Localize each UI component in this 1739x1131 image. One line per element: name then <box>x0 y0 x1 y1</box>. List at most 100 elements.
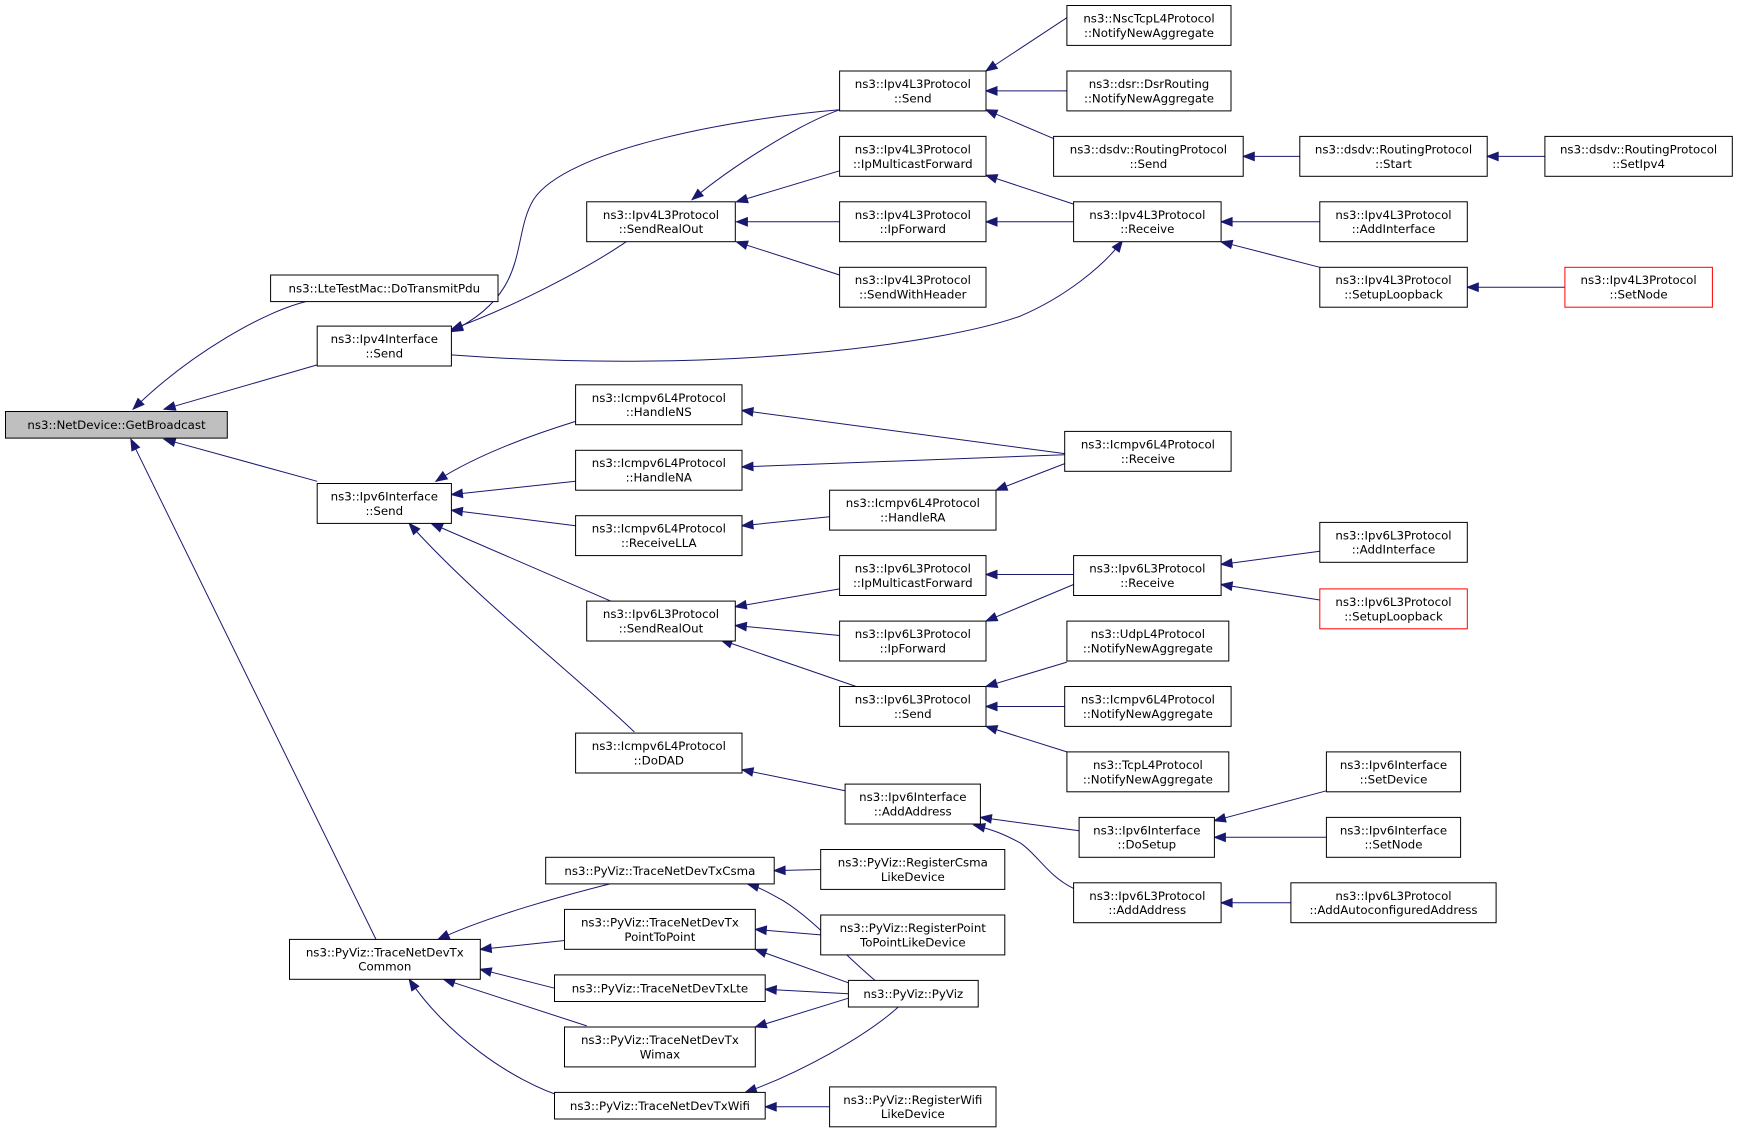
function-node-ns3-ipv4l3protocol-ipforward[interactable]: ns3::Ipv4L3Protocol::IpForward <box>839 201 987 243</box>
arrowhead-icon <box>1219 558 1234 568</box>
node-box <box>820 914 1006 956</box>
node-box <box>839 201 987 243</box>
call-edge-n49-to-n45 <box>763 1101 830 1112</box>
arrowhead-icon <box>994 481 1009 491</box>
function-node-ns3-ipv6interface-addaddress[interactable]: ns3::Ipv6Interface::AddAddress <box>844 783 981 825</box>
node-label-line: ::NotifyNewAggregate <box>1083 772 1213 786</box>
function-node-ns3-pyviz-registerpointtopointlikedevice[interactable]: ns3::PyViz::RegisterPointToPointLikeDevi… <box>820 914 1006 956</box>
node-label-line: ::SendRealOut <box>619 622 704 636</box>
node-box <box>1544 135 1733 177</box>
function-node-ns3-tcpl4protocol-notifynewaggregate[interactable]: ns3::TcpL4Protocol::NotifyNewAggregate <box>1066 751 1230 793</box>
function-node-ns3-icmpv6l4protocol-receive[interactable]: ns3::Icmpv6L4Protocol::Receive <box>1064 430 1232 472</box>
function-node-ns3-dsdv-routingprotocol-setipv4[interactable]: ns3::dsdv::RoutingProtocol::SetIpv4 <box>1544 135 1733 177</box>
node-label-line: ::DoDAD <box>634 753 684 767</box>
function-node-ns3-ltetestmac-dotransmitpdu[interactable]: ns3::LteTestMac::DoTransmitPdu <box>270 274 499 303</box>
function-node-ns3-ipv6interface-setnode[interactable]: ns3::Ipv6Interface::SetNode <box>1325 816 1462 858</box>
function-node-ns3-ipv6l3protocol-addaddress[interactable]: ns3::Ipv6L3Protocol::AddAddress <box>1073 882 1222 924</box>
call-edge-n44-to-n4 <box>442 978 587 1027</box>
function-node-ns3-ipv6l3protocol-addautoconfiguredaddress[interactable]: ns3::Ipv6L3Protocol::AddAutoconfiguredAd… <box>1290 882 1497 924</box>
arrowhead-icon <box>1219 581 1234 592</box>
function-node-ns3-ipv6l3protocol-receive[interactable]: ns3::Ipv6L3Protocol::Receive <box>1073 555 1222 596</box>
arrowhead-icon <box>442 978 457 988</box>
function-node-ns3-ipv6interface-send[interactable]: ns3::Ipv6Interface::Send <box>316 483 452 524</box>
function-node-ns3-icmpv6l4protocol-handlera[interactable]: ns3::Icmpv6L4Protocol::HandleRA <box>829 489 997 531</box>
node-label-line: ::NotifyNewAggregate <box>1084 91 1214 105</box>
node-label-line: ns3::dsdv::RoutingProtocol <box>1315 142 1472 156</box>
function-node-ns3-ipv6l3protocol-sendrealout[interactable]: ns3::Ipv6L3Protocol::SendRealOut <box>586 600 736 642</box>
function-node-ns3-pyviz-tracenetdevtxlte[interactable]: ns3::PyViz::TraceNetDevTxLte <box>554 974 766 1003</box>
call-edge-n48-to-n45 <box>743 1006 899 1094</box>
function-node-ns3-ipv4l3protocol-setnode[interactable]: ns3::Ipv4L3Protocol::SetNode <box>1564 266 1713 308</box>
function-node-ns3-ipv6l3protocol-send[interactable]: ns3::Ipv6L3Protocol::Send <box>839 686 987 727</box>
node-box <box>839 135 987 177</box>
arrowhead-icon <box>753 948 768 958</box>
arrowhead-icon <box>984 85 998 96</box>
function-node-ns3-ipv4l3protocol-addinterface[interactable]: ns3::Ipv4L3Protocol::AddInterface <box>1319 201 1468 243</box>
function-node-ns3-ipv4l3protocol-ipmulticastforward[interactable]: ns3::Ipv4L3Protocol::IpMulticastForward <box>839 135 987 177</box>
call-edge-n40-to-n37 <box>1219 897 1291 908</box>
function-node-ns3-pyviz-tracenetdevtxwifi[interactable]: ns3::PyViz::TraceNetDevTxWifi <box>554 1091 766 1120</box>
function-node-ns3-ipv4l3protocol-send[interactable]: ns3::Ipv4L3Protocol::Send <box>839 70 987 112</box>
call-edge-n48-to-n42 <box>753 948 855 986</box>
function-node-ns3-udpl4protocol-notifynewaggregate[interactable]: ns3::UdpL4Protocol::NotifyNewAggregate <box>1066 620 1230 662</box>
arrowhead-icon <box>984 109 999 119</box>
call-edge-n19-to-n3 <box>434 420 576 483</box>
function-node-ns3-dsr-dsrrouting-notifynewaggregate[interactable]: ns3::dsr::DsrRouting::NotifyNewAggregate <box>1066 70 1232 112</box>
function-node-ns3-icmpv6l4protocol-notifynewaggregate[interactable]: ns3::Icmpv6L4Protocol::NotifyNewAggregat… <box>1064 686 1232 727</box>
function-node-ns3-ipv6l3protocol-ipforward[interactable]: ns3::Ipv6L3Protocol::IpForward <box>839 620 987 662</box>
function-node-ns3-ipv4interface-send[interactable]: ns3::Ipv4Interface::Send <box>316 325 452 367</box>
edge-line <box>431 523 614 603</box>
node-label-line: ::AddAddress <box>874 805 952 819</box>
node-box <box>1078 816 1215 858</box>
call-edge-n15-to-n14 <box>1485 151 1545 162</box>
function-node-ns3-ipv4l3protocol-setuploopback[interactable]: ns3::Ipv4L3Protocol::SetupLoopback <box>1319 266 1468 308</box>
function-node-ns3-ipv6l3protocol-setuploopback[interactable]: ns3::Ipv6L3Protocol::SetupLoopback <box>1319 588 1468 630</box>
node-label-line: ns3::Ipv6L3Protocol <box>603 607 719 621</box>
function-node-ns3-netdevice-getbroadcast[interactable]: ns3::NetDevice::GetBroadcast <box>5 411 228 439</box>
function-node-ns3-ipv4l3protocol-sendwithheader[interactable]: ns3::Ipv4L3Protocol::SendWithHeader <box>839 266 987 308</box>
node-label-line: ::HandleNS <box>626 405 692 419</box>
edge-line <box>985 109 1054 140</box>
node-label-line: ns3::Ipv6Interface <box>1340 758 1447 772</box>
function-node-ns3-dsdv-routingprotocol-send[interactable]: ns3::dsdv::RoutingProtocol::Send <box>1053 135 1244 177</box>
node-label-line: ns3::Ipv4L3Protocol <box>1335 208 1451 222</box>
node-label-line: ::Send <box>894 91 932 105</box>
edge-line <box>130 438 377 940</box>
function-node-ns3-ipv6interface-dosetup[interactable]: ns3::Ipv6Interface::DoSetup <box>1078 816 1215 858</box>
call-edge-n6-to-n5 <box>691 109 840 201</box>
function-node-ns3-pyviz-pyviz[interactable]: ns3::PyViz::PyViz <box>847 979 979 1008</box>
function-node-ns3-dsdv-routingprotocol-start[interactable]: ns3::dsdv::RoutingProtocol::Start <box>1299 135 1488 177</box>
node-box <box>586 201 736 243</box>
arrowhead-icon <box>984 216 998 227</box>
arrowhead-icon <box>434 470 449 483</box>
function-node-ns3-pyviz-tracenetdevtxcsma[interactable]: ns3::PyViz::TraceNetDevTxCsma <box>545 856 775 885</box>
function-node-ns3-icmpv6l4protocol-receivella[interactable]: ns3::Icmpv6L4Protocol::ReceiveLLA <box>575 515 743 557</box>
node-label-line: ns3::Ipv4L3Protocol <box>855 142 971 156</box>
function-node-ns3-ipv4l3protocol-receive[interactable]: ns3::Ipv4L3Protocol::Receive <box>1073 201 1222 243</box>
function-node-ns3-icmpv6l4protocol-handlens[interactable]: ns3::Icmpv6L4Protocol::HandleNS <box>575 384 743 426</box>
function-node-ns3-icmpv6l4protocol-dodad[interactable]: ns3::Icmpv6L4Protocol::DoDAD <box>575 732 743 774</box>
edge-line <box>163 438 318 482</box>
function-node-ns3-ipv6l3protocol-ipmulticastforward[interactable]: ns3::Ipv6L3Protocol::IpMulticastForward <box>839 555 987 596</box>
function-node-ns3-ipv6interface-setdevice[interactable]: ns3::Ipv6Interface::SetDevice <box>1325 751 1462 793</box>
node-label-line: ToPointLikeDevice <box>859 935 966 949</box>
node-box <box>575 384 743 426</box>
edge-line <box>451 240 628 330</box>
function-node-ns3-icmpv6l4protocol-handlena[interactable]: ns3::Icmpv6L4Protocol::HandleNA <box>575 449 743 491</box>
call-edge-n16-to-n13 <box>1219 216 1320 227</box>
function-node-ns3-ipv6l3protocol-addinterface[interactable]: ns3::Ipv6L3Protocol::AddInterface <box>1319 521 1468 563</box>
node-label-line: ns3::PyViz::RegisterPoint <box>840 921 987 935</box>
edge-line <box>765 988 849 995</box>
edge-line <box>736 170 840 203</box>
node-box <box>1299 135 1488 177</box>
node-label-line: ::Send <box>894 707 932 721</box>
node-label-line: ns3::Icmpv6L4Protocol <box>1081 693 1215 707</box>
function-node-ns3-ipv4l3protocol-sendrealout[interactable]: ns3::Ipv4L3Protocol::SendRealOut <box>586 201 736 243</box>
function-node-ns3-nsctcpl4protocol-notifynewaggregate[interactable]: ns3::NscTcpL4Protocol::NotifyNewAggregat… <box>1066 5 1232 46</box>
node-label-line: ::SetNode <box>1610 288 1668 302</box>
